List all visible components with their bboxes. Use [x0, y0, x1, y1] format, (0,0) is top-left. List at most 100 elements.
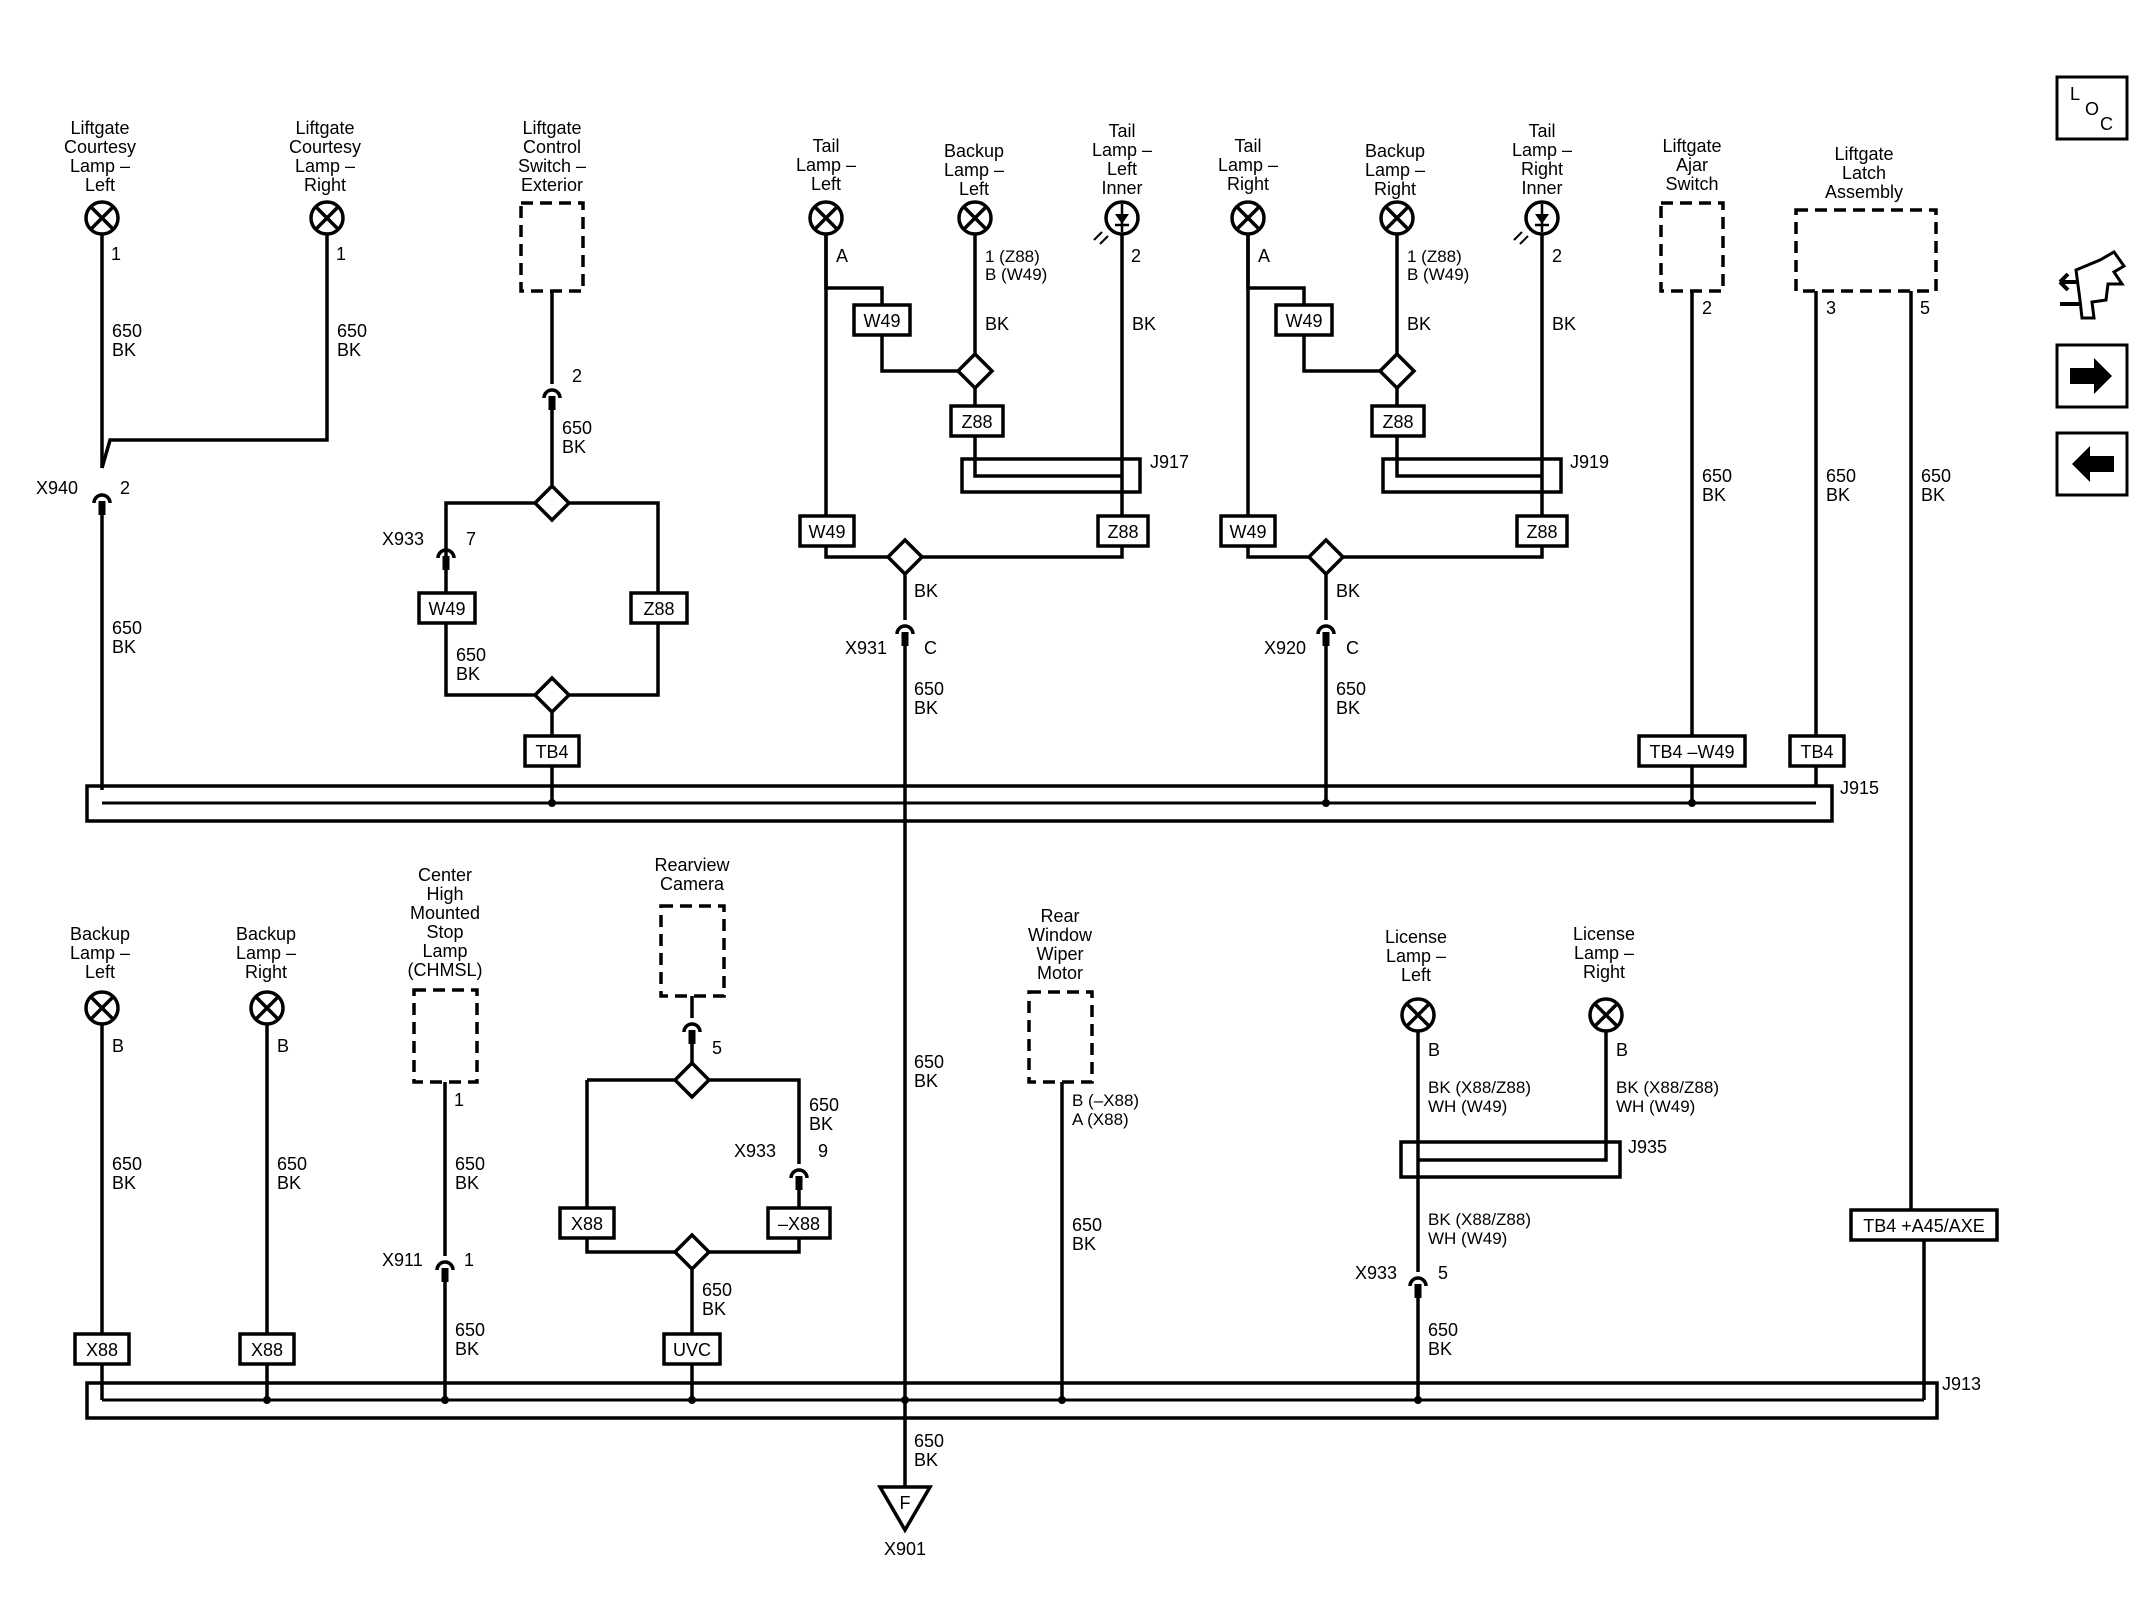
option-box — [766, 1206, 832, 1240]
wire-label: 650 — [1072, 1215, 1102, 1235]
lamp-symbol-icon — [808, 200, 844, 236]
lamp-symbol-icon — [957, 200, 993, 236]
component-label: Lamp – — [1386, 946, 1446, 966]
option-label: X88 — [86, 1340, 118, 1360]
option-label: Z88 — [643, 599, 674, 619]
switch-box — [519, 201, 585, 293]
wire-label: BK — [914, 698, 938, 718]
pin-label: B — [1428, 1040, 1440, 1060]
component-label: License — [1385, 927, 1447, 947]
lamp-symbol-icon — [1379, 200, 1415, 236]
pin-label: 2 — [120, 478, 130, 498]
wire-label: 650 — [112, 321, 142, 341]
splice-pack-j913 — [85, 1381, 1939, 1420]
wire-label: BK — [562, 437, 586, 457]
loc-button[interactable]: L O C — [2055, 75, 2129, 141]
led-symbol-icon — [1092, 200, 1140, 246]
option-label: Z88 — [1382, 412, 1413, 432]
backup-lamp-right-top: Backup Lamp – Right 1 (Z88) B (W49) — [1365, 141, 1469, 284]
hand-icon — [2074, 250, 2127, 320]
wire-label: WH (W49) — [1428, 1097, 1507, 1116]
component-label: Courtesy — [289, 137, 361, 157]
connector-label: X933 — [382, 529, 424, 549]
splice-diamond-icon — [1307, 538, 1345, 576]
wire — [922, 546, 1124, 559]
wire-label: 650 — [1826, 466, 1856, 486]
component-label: Inner — [1521, 178, 1562, 198]
component-label: Wiper — [1036, 944, 1083, 964]
component-label: Liftgate — [1834, 144, 1893, 164]
connector-icon — [789, 1168, 809, 1192]
next-page-button[interactable] — [2055, 343, 2129, 409]
splice-diamond-icon — [533, 676, 571, 714]
ground-symbol-label: F — [900, 1493, 911, 1513]
pin-label: 1 — [464, 1250, 474, 1270]
option-box — [1637, 734, 1747, 768]
wire-label: BK (X88/Z88) — [1428, 1078, 1531, 1097]
loc-letter: C — [2100, 114, 2113, 134]
wire-label: BK — [112, 637, 136, 657]
splice-dot — [263, 1396, 271, 1404]
wire-label: BK — [1336, 698, 1360, 718]
wire-label: BK — [985, 314, 1009, 334]
wire-label: 650 — [1428, 1320, 1458, 1340]
lamp-symbol-icon — [309, 200, 345, 236]
component-label: Tail — [812, 136, 839, 156]
option-label: Z88 — [1526, 522, 1557, 542]
connector-label: X901 — [884, 1539, 926, 1559]
component-label: Window — [1028, 925, 1093, 945]
option-label: TB4 –W49 — [1649, 742, 1734, 762]
option-box — [798, 514, 856, 548]
lamp-symbol-icon — [1230, 200, 1266, 236]
lamp-symbol-icon — [249, 990, 285, 1026]
component-label: Lamp – — [1512, 140, 1572, 160]
component-label: Switch – — [518, 156, 586, 176]
loc-letter: L — [2070, 84, 2080, 104]
next-button-frame[interactable] — [2055, 343, 2129, 409]
tail-lamp-left-inner: Tail Lamp – Left Inner 2 — [1092, 121, 1152, 266]
option-box — [1515, 514, 1569, 548]
wire-label: 650 — [112, 1154, 142, 1174]
wire-label: 650 — [277, 1154, 307, 1174]
wire-label: BK — [1072, 1234, 1096, 1254]
component-label: Switch — [1665, 174, 1718, 194]
pin-label: 3 — [1826, 298, 1836, 318]
led-symbol-icon — [1512, 200, 1560, 246]
previous-page-button[interactable] — [2055, 431, 2129, 497]
component-label: Rearview — [654, 855, 730, 875]
splice-dot — [1322, 799, 1330, 807]
splice-dot — [548, 799, 556, 807]
component-label: Right — [1521, 159, 1563, 179]
splice-label: J919 — [1570, 452, 1609, 472]
splice-dot — [1688, 799, 1696, 807]
loc-button-frame[interactable] — [2055, 75, 2129, 141]
component-label: Backup — [944, 141, 1004, 161]
component-label: Lamp – — [796, 155, 856, 175]
rear-window-wiper-motor: Rear Window Wiper Motor B (–X88) A (X88) — [1027, 906, 1139, 1129]
wire — [1246, 546, 1309, 559]
wire-label: BK — [1132, 314, 1156, 334]
wire-label: 650 — [337, 321, 367, 341]
wire — [973, 436, 1122, 478]
component-label: Stop — [426, 922, 463, 942]
wire-label: WH (W49) — [1428, 1229, 1507, 1248]
component-label: Lamp – — [1218, 155, 1278, 175]
connector-view-button[interactable] — [2058, 250, 2127, 320]
tail-lamp-left: Tail Lamp – Left A — [796, 136, 856, 266]
connector-label: X911 — [382, 1250, 423, 1270]
component-label: Left — [85, 175, 115, 195]
splice-diamond-icon — [673, 1061, 711, 1099]
component-label: Lamp – — [70, 943, 130, 963]
splice-label: J935 — [1628, 1137, 1667, 1157]
component-label: Assembly — [1825, 182, 1903, 202]
wire-label: 650 — [112, 618, 142, 638]
tail-lamp-right-inner: Tail Lamp – Right Inner 2 — [1512, 121, 1572, 266]
component-label: Tail — [1234, 136, 1261, 156]
component-label: Lamp – — [1092, 140, 1152, 160]
component-label: Left — [811, 174, 841, 194]
wire-label: 650 — [1921, 466, 1951, 486]
option-label: TB4 +A45/AXE — [1863, 1216, 1985, 1236]
pin-label: 5 — [712, 1038, 722, 1058]
lamp-symbol-icon — [84, 200, 120, 236]
component-label: Inner — [1101, 178, 1142, 198]
